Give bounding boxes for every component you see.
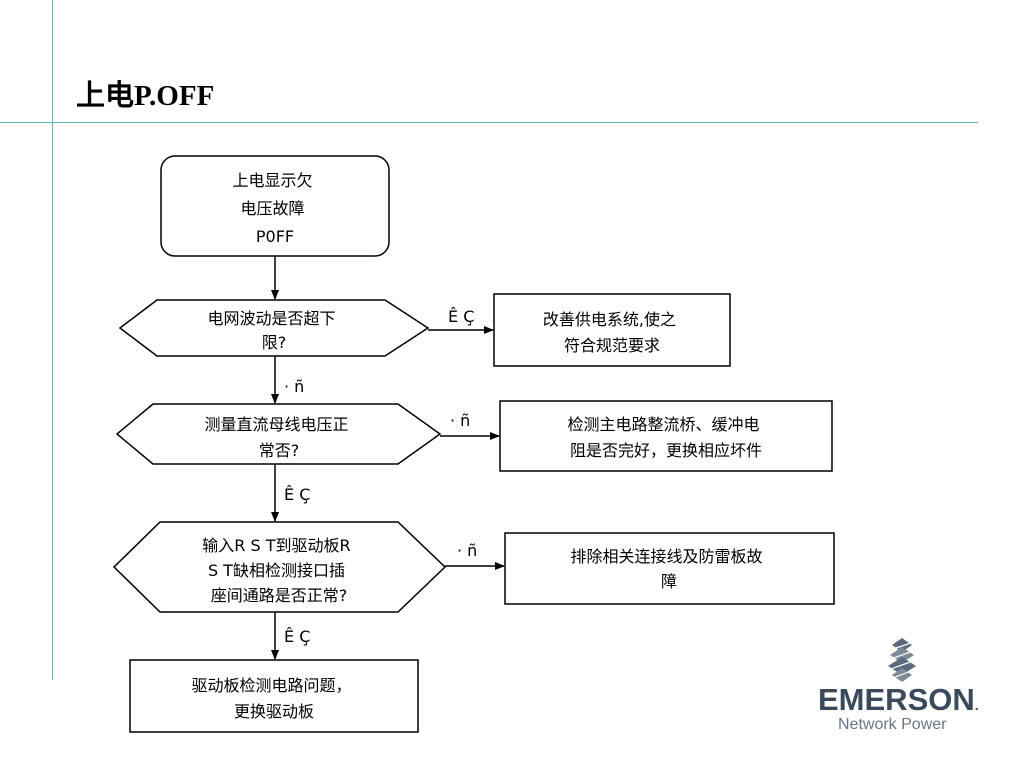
start-line-1: 上电显示欠 <box>232 171 312 190</box>
d2-line-1: 测量直流母线电压正 <box>204 415 348 434</box>
r1-line-1: 改善供电系统,使之 <box>543 310 676 329</box>
r3-line-1: 排除相关连接线及防雷板故 <box>570 547 762 566</box>
r3-text: 排除相关连接线及防雷板故 障 <box>570 547 767 591</box>
edge-label-d3-no: · ñ <box>457 541 477 560</box>
r2-line-2: 阻是否完好，更换相应坏件 <box>570 441 762 460</box>
edge-label-d1-no: · ñ <box>284 377 304 396</box>
end-line-2: 更换驱动板 <box>234 702 314 721</box>
d3-line-2: S T缺相检测接口插 <box>208 561 345 580</box>
emerson-mark-icon <box>887 638 917 682</box>
r1-text: 改善供电系统,使之 符合规范要求 <box>543 310 681 355</box>
decision-dc-bus-voltage <box>115 403 442 465</box>
start-line-3: P0FF <box>256 227 294 246</box>
accent-vertical-line <box>52 0 53 680</box>
d1-line-2: 限? <box>262 333 287 352</box>
d3-text: 输入R S T到驱动板R S T缺相检测接口插 座间通路是否正常? <box>202 536 355 605</box>
decision-rst-input <box>112 521 447 613</box>
edge-label-d3-yes: Ê Ç <box>284 627 310 646</box>
accent-horizontal-line <box>0 122 978 123</box>
start-line-2: 电压故障 <box>240 199 304 218</box>
result-check-rectifier <box>499 400 833 472</box>
r3-line-2: 障 <box>661 572 677 591</box>
end-text: 驱动板检测电路问题， 更换驱动板 <box>191 676 356 721</box>
d2-text: 测量直流母线电压正 常否? <box>204 415 353 460</box>
r2-text: 检测主电路整流桥、缓冲电 阻是否完好，更换相应坏件 <box>567 415 764 460</box>
r2-line-1: 检测主电路整流桥、缓冲电 <box>567 415 759 434</box>
d1-line-1: 电网波动是否超下 <box>207 309 335 328</box>
emerson-tagline: Network Power <box>838 716 947 733</box>
edge-label-d2-no: · ñ <box>450 411 470 430</box>
d2-line-2: 常否? <box>259 441 300 460</box>
end-line-1: 驱动板检测电路问题， <box>191 676 351 695</box>
emerson-logo: EMERSON. Network Power <box>818 638 998 738</box>
result-remove-wiring-fault <box>504 532 835 605</box>
slide-title: 上电P.OFF <box>76 80 215 112</box>
end-node-replace-board <box>129 659 419 733</box>
emerson-wordmark: EMERSON. <box>818 682 979 717</box>
edge-label-d2-yes: Ê Ç <box>284 485 310 504</box>
d1-text: 电网波动是否超下 限? <box>207 309 340 352</box>
r1-line-2: 符合规范要求 <box>564 336 660 355</box>
result-improve-supply <box>493 293 731 367</box>
start-node-text: 上电显示欠 电压故障 P0FF <box>232 171 317 246</box>
edge-label-d1-yes: Ê Ç <box>448 307 474 326</box>
decision-grid-fluctuation <box>118 299 430 357</box>
d3-line-3: 座间通路是否正常? <box>211 586 348 605</box>
d3-line-1: 输入R S T到驱动板R <box>202 536 350 555</box>
